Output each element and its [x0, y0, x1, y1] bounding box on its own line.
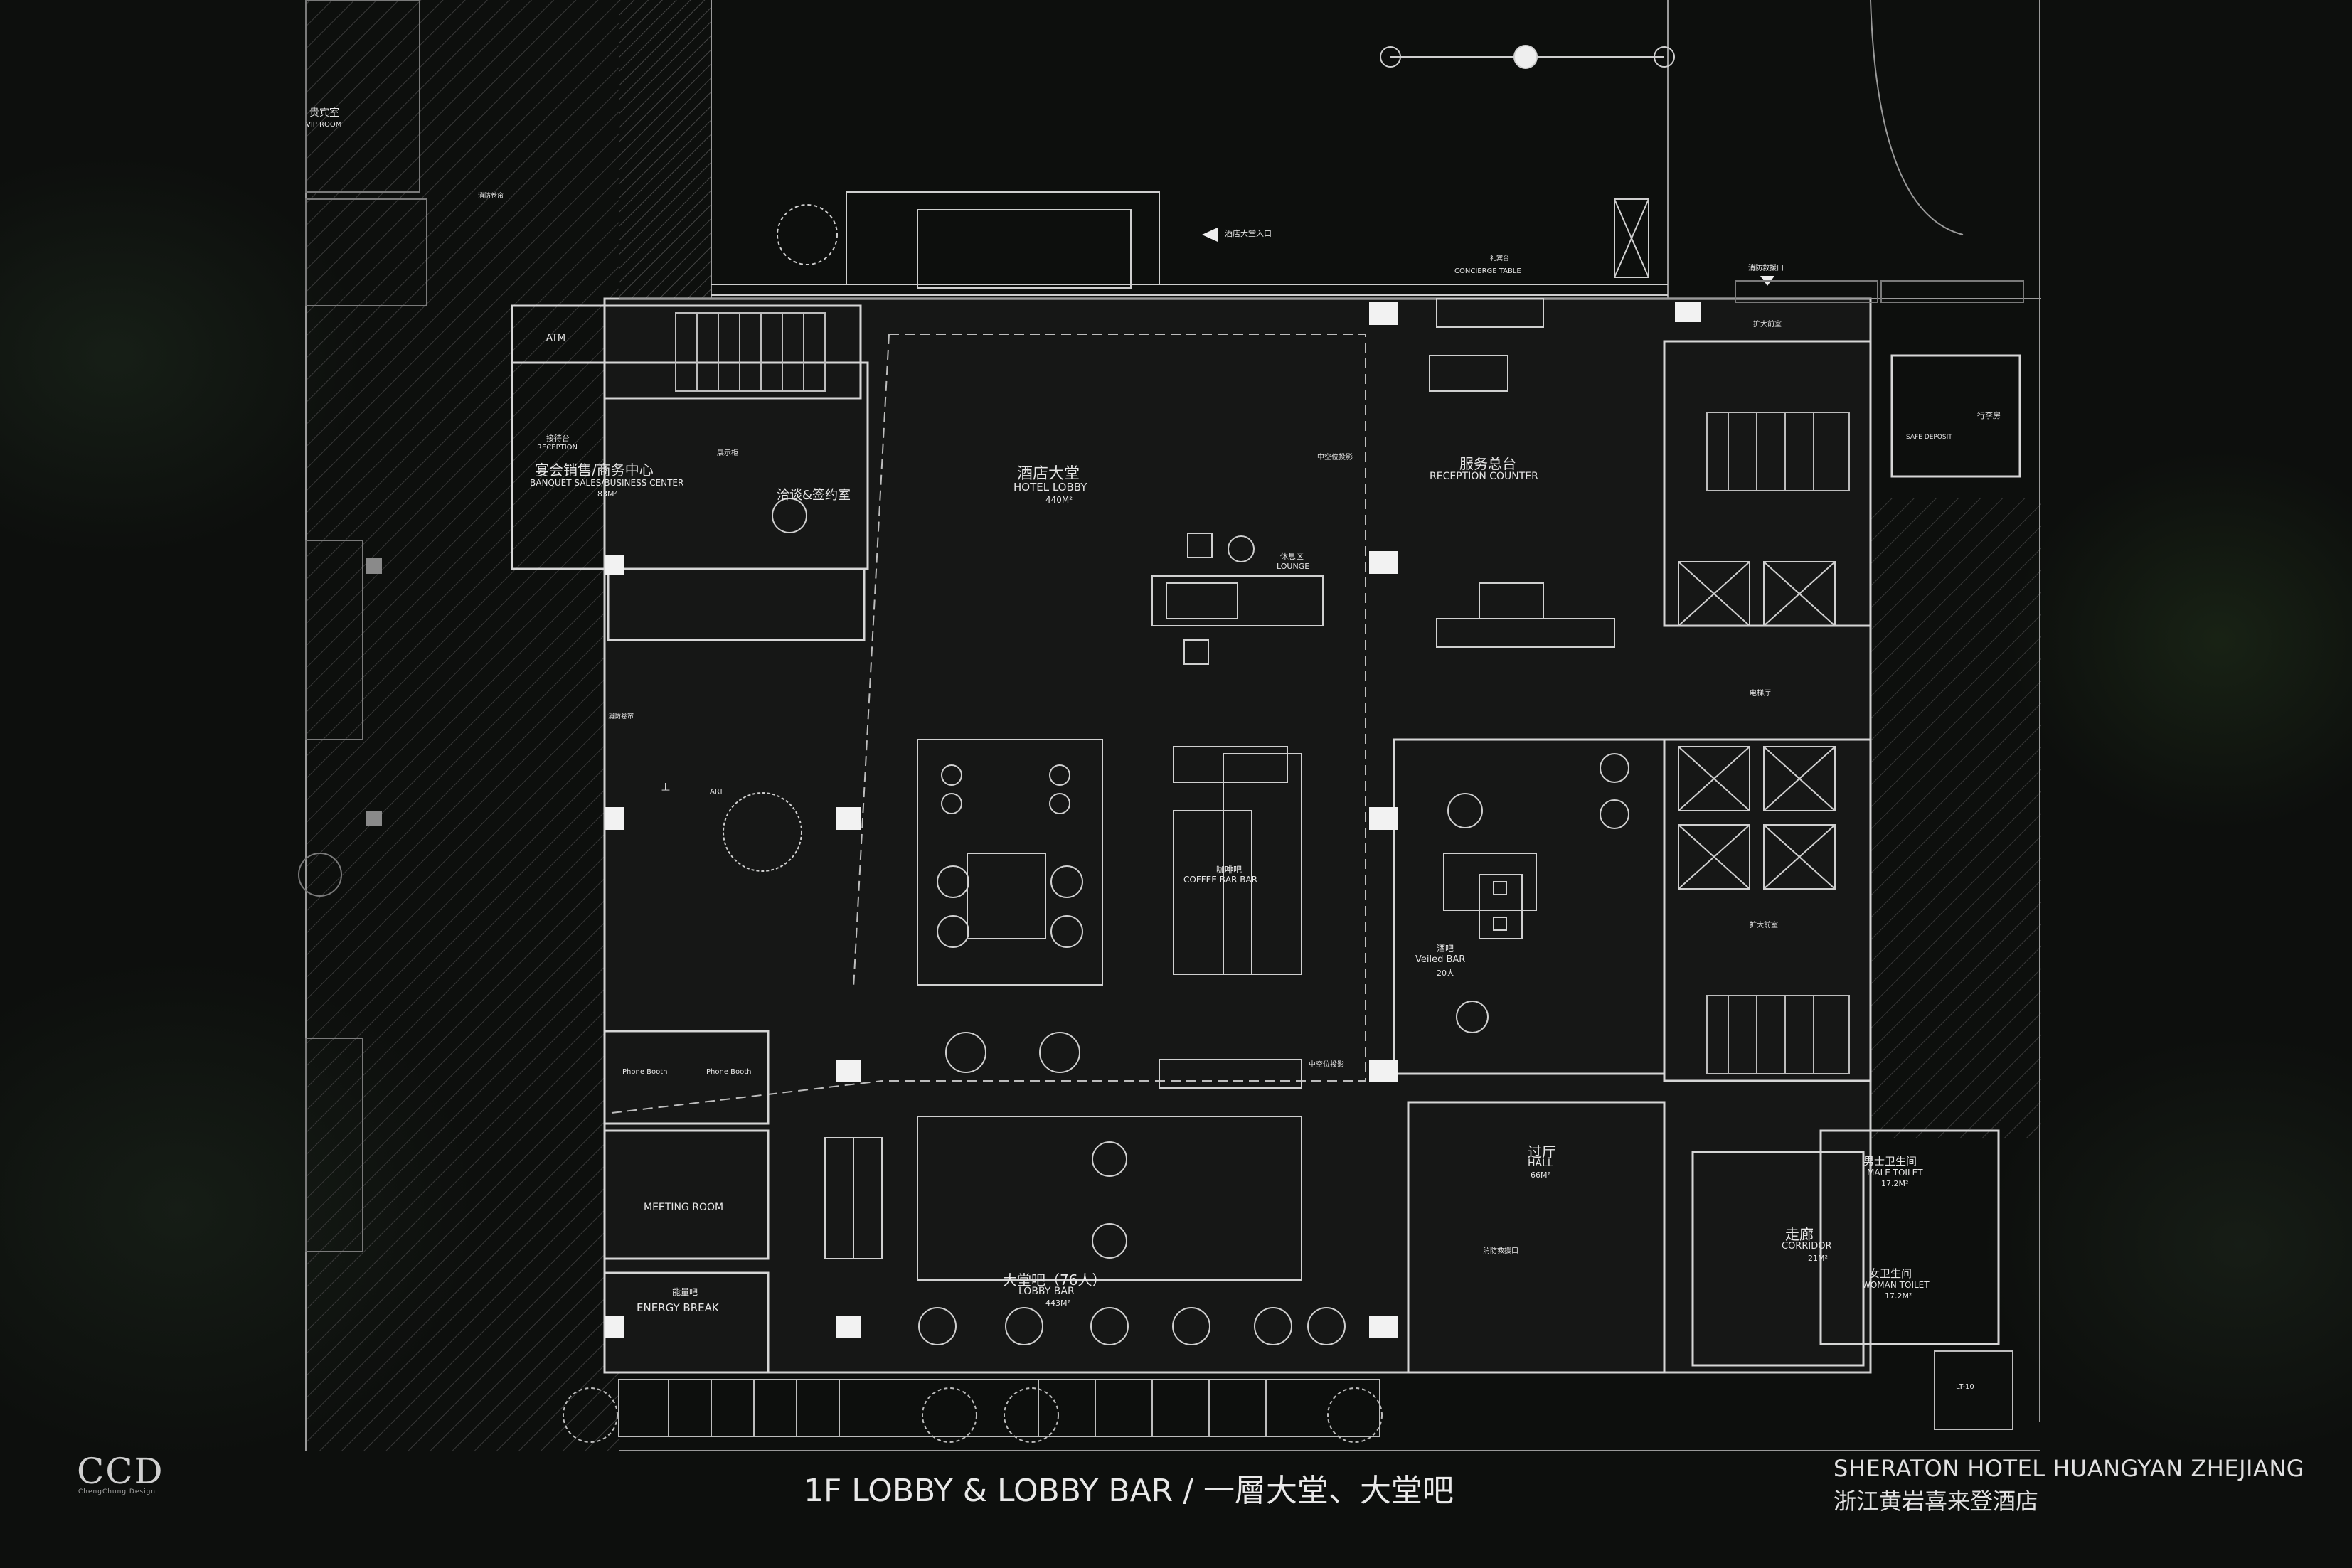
label-elevator-front-1: 扩大前室 — [1753, 321, 1782, 329]
label-atrium-1: 中空位投影 — [1317, 454, 1353, 462]
label-vip-room-cn: 贵宾室 — [309, 107, 339, 119]
label-negotiation: 洽谈&签约室 — [777, 488, 851, 503]
label-coffee-bar-en: COFFEE BAR BAR — [1183, 875, 1257, 885]
label-energy-break-cn: 能量吧 — [672, 1287, 698, 1297]
label-lounge-en: LOUNGE — [1277, 562, 1310, 571]
ccd-logo-sub: ChengChung Design — [78, 1488, 156, 1495]
label-lobby-bar-en: LOBBY BAR — [1018, 1286, 1075, 1297]
hatch-left-strip — [306, 0, 619, 1451]
label-corridor-en: CORRIDOR — [1782, 1241, 1832, 1252]
label-female-toilet-area: 17.2M² — [1885, 1291, 1912, 1301]
label-hotel-lobby-en: HOTEL LOBBY — [1013, 481, 1087, 494]
label-elevator-hall: 电梯厅 — [1750, 690, 1771, 698]
label-hotel-lobby-area: 440M² — [1045, 495, 1073, 505]
label-female-toilet-en: WOMAN TOILET — [1862, 1280, 1930, 1290]
entrance-arrow — [1202, 228, 1218, 242]
label-reception-en: RECEPTION COUNTER — [1430, 471, 1538, 482]
label-fire-entry-bottom: 消防救援口 — [1483, 1247, 1518, 1255]
label-male-toilet-en: MALE TOILET — [1867, 1168, 1923, 1178]
label-female-toilet-cn: 女卫生间 — [1869, 1267, 1912, 1280]
label-banquet-en: BANQUET SALES/BUSINESS CENTER — [530, 478, 684, 488]
label-veiled-bar-en: Veiled BAR — [1415, 954, 1466, 965]
label-banquet-area: 83M² — [597, 489, 617, 498]
label-lt10: LT-10 — [1956, 1383, 1974, 1391]
label-art: ART — [710, 788, 724, 796]
label-elevator-front-2: 扩大前室 — [1750, 922, 1778, 929]
label-atm: ATM — [546, 333, 566, 343]
hotel-name-cn: 浙江黄岩喜来登酒店 — [1834, 1488, 2039, 1515]
label-lobby-entrance: 酒店大堂入口 — [1225, 229, 1272, 238]
label-hall-area: 66M² — [1531, 1170, 1550, 1180]
label-lobby-bar-cn: 大堂吧（76人） — [1003, 1271, 1107, 1289]
label-veiled-bar-seats: 20人 — [1437, 969, 1454, 978]
label-reception-desk-en: RECEPTION — [537, 444, 578, 452]
label-concierge-cn: 礼宾台 — [1490, 255, 1510, 262]
label-corridor-area: 21M² — [1808, 1254, 1828, 1263]
hotel-name-en: SHERATON HOTEL HUANGYAN ZHEJIANG — [1834, 1455, 2305, 1482]
label-concierge-en: CONCIERGE TABLE — [1454, 267, 1521, 275]
hatch-top-left — [619, 0, 711, 299]
label-lounge-cn: 休息区 — [1280, 552, 1304, 561]
label-reception-cn: 服务总台 — [1459, 455, 1516, 472]
label-fire-curtain-2: 消防卷帘 — [608, 713, 634, 720]
label-reception-desk-cn: 接待台 — [546, 434, 570, 443]
label-safe-deposit: SAFE DEPOSIT — [1906, 434, 1952, 441]
label-hotel-lobby-cn: 酒店大堂 — [1017, 465, 1080, 483]
label-display: 展示柜 — [717, 449, 738, 457]
label-luggage: 行李房 — [1977, 411, 2001, 420]
label-energy-break-en: ENERGY BREAK — [637, 1301, 719, 1314]
plan-title: 1F LOBBY & LOBBY BAR / 一層大堂、大堂吧 — [804, 1473, 1454, 1509]
label-atrium-2: 中空位投影 — [1309, 1061, 1344, 1069]
label-male-toilet-area: 17.2M² — [1881, 1179, 1909, 1188]
label-hall-en: HALL — [1528, 1158, 1553, 1169]
hatch-right-strip — [1856, 498, 2041, 1138]
label-hall-cn: 过厅 — [1528, 1143, 1556, 1161]
label-male-toilet-cn: 男士卫生间 — [1863, 1155, 1917, 1168]
label-coffee-bar-cn: 咖啡吧 — [1216, 865, 1242, 875]
label-meeting-room: MEETING ROOM — [644, 1202, 724, 1213]
label-veiled-bar-cn: 酒吧 — [1437, 944, 1454, 954]
label-fire-entry-top: 消防救援口 — [1748, 265, 1784, 272]
label-fire-curtain-1: 消防卷帘 — [478, 193, 504, 200]
label-corridor-cn: 走廊 — [1785, 1226, 1814, 1243]
ccd-logo: CCD — [77, 1451, 164, 1492]
label-lobby-bar-area: 443M² — [1045, 1298, 1070, 1308]
label-vip-room-en: VIP ROOM — [306, 121, 342, 129]
label-up: 上 — [661, 782, 671, 792]
label-banquet-cn: 宴会销售/商务中心 — [535, 462, 654, 479]
label-phone-booth-1: Phone Booth — [622, 1068, 668, 1076]
label-phone-booth-2: Phone Booth — [706, 1068, 752, 1076]
building-slab — [603, 297, 1872, 1374]
